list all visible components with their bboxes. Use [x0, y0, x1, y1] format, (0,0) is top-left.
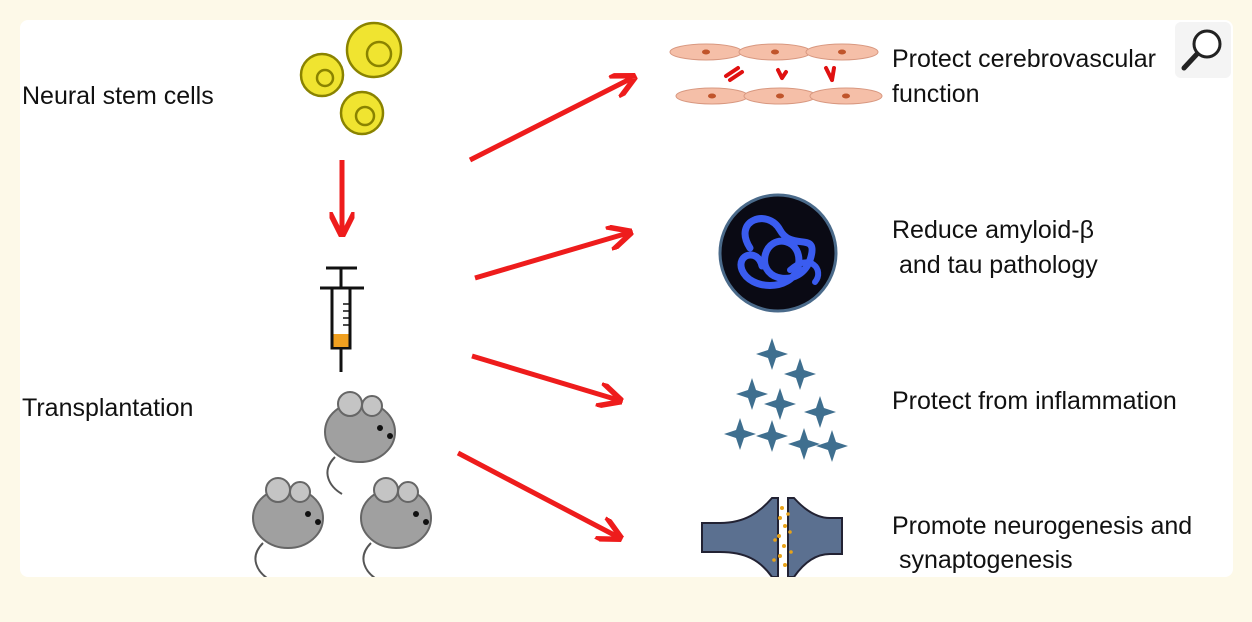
- diagram-canvas: [252, 21, 883, 577]
- figure-panel: Neural stem cells Transplantation Protec…: [20, 20, 1233, 577]
- inflammation-icon: [724, 338, 848, 462]
- amyloid-tau-icon: [718, 193, 838, 313]
- arrow-to-cerebrovascular: [468, 78, 632, 163]
- syringe-icon: [320, 266, 364, 372]
- label-neural-stem-cells: Neural stem cells: [22, 82, 214, 110]
- outcome-1-line2: function: [892, 80, 980, 108]
- stem-cells-icon: [299, 21, 403, 136]
- arrow-to-amyloid: [474, 233, 628, 281]
- outcome-2-line2: and tau pathology: [892, 251, 1098, 279]
- synapse-icon: [701, 497, 843, 577]
- magnifier-icon: [1181, 29, 1222, 71]
- outcome-2-line1: Reduce amyloid-β: [892, 216, 1094, 244]
- outcome-4-line2: synaptogenesis: [892, 546, 1073, 574]
- endothelial-cells-icon: [669, 43, 883, 105]
- outcome-4-line1: Promote neurogenesis and: [892, 512, 1193, 540]
- zoom-button[interactable]: [1175, 22, 1231, 78]
- arrow-to-neurogenesis: [456, 450, 618, 537]
- label-transplantation: Transplantation: [22, 394, 194, 422]
- outcome-1-line1: Protect cerebrovascular: [892, 45, 1157, 73]
- outcome-3-line1: Protect from inflammation: [892, 387, 1177, 415]
- mice-icon: [252, 391, 432, 577]
- arrow-to-inflammation: [471, 353, 618, 400]
